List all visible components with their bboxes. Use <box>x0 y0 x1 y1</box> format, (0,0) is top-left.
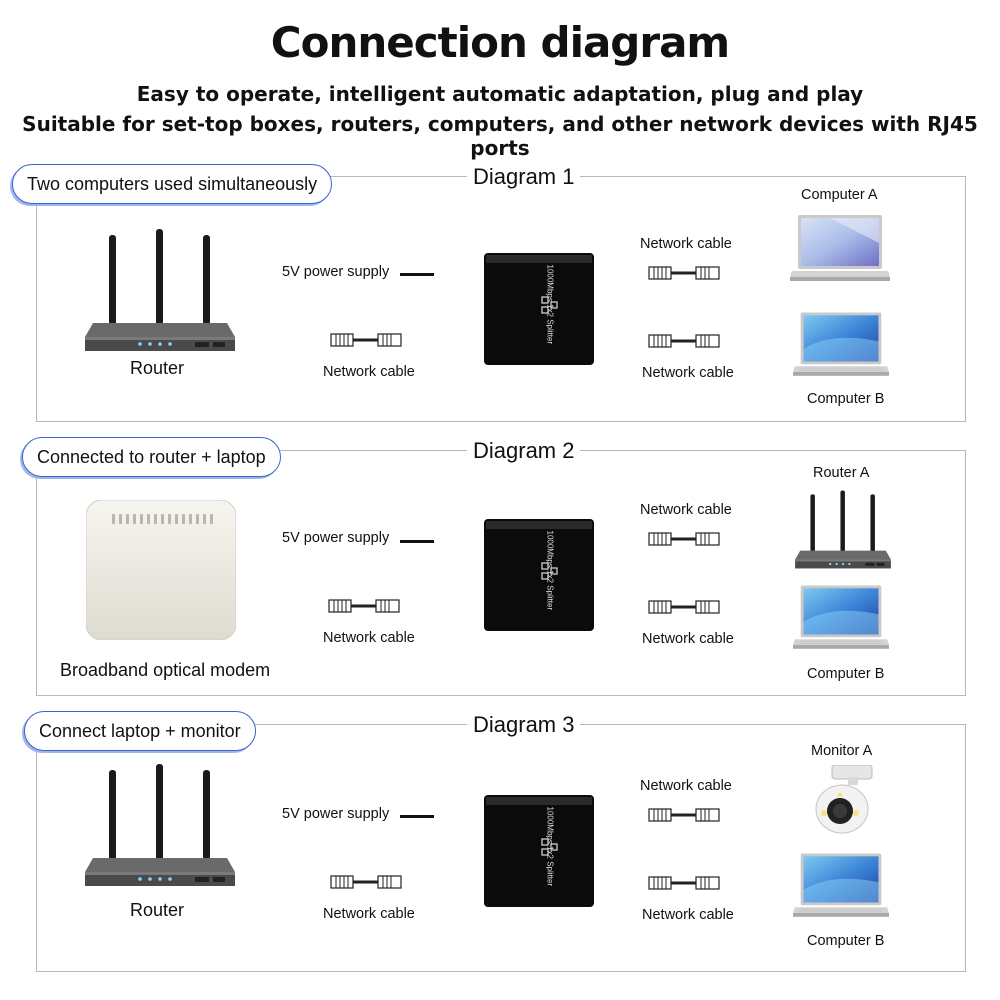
network-cable-icon <box>648 334 720 348</box>
splitter-icon <box>484 253 594 365</box>
power-cord <box>400 273 434 276</box>
network-cable-icon <box>648 532 720 546</box>
laptop-icon <box>793 853 889 923</box>
splitter-icon <box>484 795 594 907</box>
laptop-icon <box>793 312 889 382</box>
network-cable-icon <box>330 333 402 347</box>
subtitle-ease: Easy to operate, intelligent automatic a… <box>136 82 864 106</box>
router-icon <box>795 488 891 571</box>
diagram-3-left-cable-label: Network cable <box>323 906 415 922</box>
network-cable-icon <box>328 599 400 613</box>
laptop-icon <box>793 585 889 655</box>
network-cable-icon <box>648 600 720 614</box>
diagram-1-top-cable-label: Network cable <box>640 236 732 252</box>
laptop-icon <box>790 215 890 287</box>
diagram-3-title: Diagram 3 <box>467 712 581 738</box>
diagram-1-title: Diagram 1 <box>467 164 581 190</box>
network-cable-icon <box>648 876 720 890</box>
power-cord <box>400 540 434 543</box>
diagram-2-left-cable-label: Network cable <box>323 630 415 646</box>
diagram-3-source-label: Router <box>130 900 185 920</box>
diagram-2-bottom-cable-label: Network cable <box>642 631 734 647</box>
diagram-2-top-cable-label: Network cable <box>640 502 732 518</box>
subtitle-compat: Suitable for set-top boxes, routers, com… <box>22 112 978 160</box>
splitter-icon <box>484 519 594 631</box>
security-camera-icon <box>815 765 873 834</box>
splitter-label: 1000Mbps 1x2 Splitter <box>545 264 555 345</box>
splitter-label: 1000Mbps 1x2 Splitter <box>545 806 555 887</box>
diagram-2-source-label: Broadband optical modem <box>60 660 271 680</box>
diagram-1-source-label: Router <box>130 358 185 378</box>
network-cable-icon <box>648 808 720 822</box>
network-cable-icon <box>648 266 720 280</box>
diagram-2-power-label: 5V power supply <box>282 530 390 546</box>
diagram-1-power-label: 5V power supply <box>282 264 390 280</box>
diagram-3-target-b-label: Computer B <box>807 933 885 949</box>
router-icon <box>85 225 235 355</box>
diagram-2-target-b-label: Computer B <box>807 666 885 682</box>
diagram-3-tag: Connect laptop + monitor <box>24 711 256 751</box>
network-cable-icon <box>330 875 402 889</box>
diagram-2-title: Diagram 2 <box>467 438 581 464</box>
optical-modem-icon <box>86 500 236 640</box>
diagram-3-top-cable-label: Network cable <box>640 778 732 794</box>
diagram-3-power-label: 5V power supply <box>282 806 390 822</box>
diagram-1-target-a-label: Computer A <box>801 187 878 203</box>
power-cord <box>400 815 434 818</box>
splitter-label: 1000Mbps 1x2 Splitter <box>545 530 555 611</box>
diagram-3-target-a-label: Monitor A <box>811 743 873 759</box>
diagram-1-left-cable-label: Network cable <box>323 364 415 380</box>
page-title: Connection diagram <box>270 18 730 67</box>
router-icon <box>85 760 235 890</box>
diagram-2-tag: Connected to router + laptop <box>22 437 281 477</box>
diagram-2-target-a-label: Router A <box>813 465 870 481</box>
diagram-1-bottom-cable-label: Network cable <box>642 365 734 381</box>
diagram-1-target-b-label: Computer B <box>807 391 885 407</box>
diagram-3-bottom-cable-label: Network cable <box>642 907 734 923</box>
diagram-1-tag: Two computers used simultaneously <box>12 164 333 204</box>
